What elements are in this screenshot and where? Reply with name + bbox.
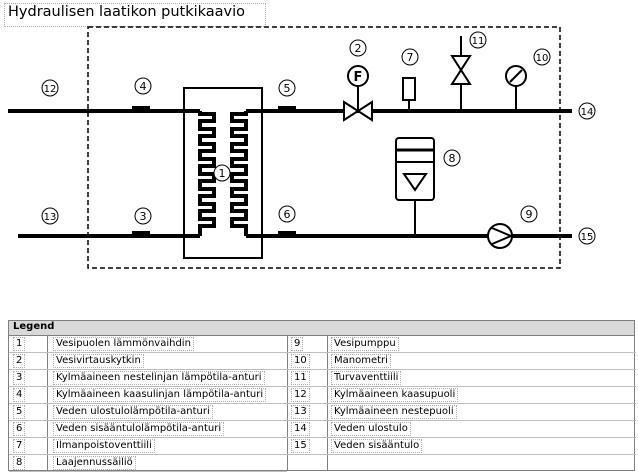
legend-label: Kylmäaineen kaasulinjan lämpötila-anturi — [53, 388, 267, 402]
legend-table: Legend 1 Vesipuolen lämmönvaihdin 2 Vesivir… — [8, 320, 636, 472]
legend-row: 15 Veden sisääntulo — [287, 438, 636, 455]
outlet-temp-sensor-icon — [278, 106, 296, 111]
callout-number: 2 — [355, 42, 362, 55]
callout-5: 5 — [278, 79, 296, 97]
liquid-temp-sensor-icon — [132, 231, 150, 236]
legend-number: 9 — [291, 337, 304, 351]
legend-number: 8 — [13, 456, 26, 470]
legend-number: 11 — [291, 371, 310, 385]
legend-row: 4 Kylmäaineen kaasulinjan lämpötila-antur… — [9, 387, 287, 404]
callout-13: 13 — [41, 207, 59, 225]
legend-number: 15 — [291, 439, 310, 453]
legend-row: 11 Turvaventtiili — [287, 370, 636, 387]
callout-7: 7 — [401, 48, 419, 66]
legend-number: 14 — [291, 422, 310, 436]
legend-number: 13 — [291, 405, 310, 419]
callout-number: 6 — [284, 208, 291, 221]
legend-row: 6 Veden sisääntulolämpötila-anturi — [9, 421, 287, 438]
callout-9: 9 — [520, 205, 538, 223]
callout-3: 3 — [134, 207, 152, 225]
callout-8: 8 — [443, 149, 461, 167]
callout-number: 15 — [581, 232, 594, 243]
legend-label: Kylmäaineen nestepuoli — [331, 405, 457, 419]
callout-4: 4 — [134, 77, 152, 95]
callout-6: 6 — [278, 205, 296, 223]
legend-number: 12 — [291, 388, 310, 402]
legend-header: Legend — [9, 321, 634, 336]
legend-number: 6 — [13, 422, 26, 436]
legend-row: 3 Kylmäaineen nestelinjan lämpötila-antur… — [9, 370, 287, 387]
legend-number: 5 — [13, 405, 26, 419]
safety-valve-icon — [450, 36, 472, 111]
page-title: Hydraulisen laatikon putkikaavio — [8, 4, 246, 20]
legend-label: Laajennussäiliö — [53, 456, 136, 470]
callout-number: 5 — [284, 82, 291, 95]
callout-number: 1 — [219, 167, 226, 180]
title-box — [4, 3, 266, 27]
callout-12: 12 — [41, 79, 59, 97]
callout-number: 13 — [44, 212, 57, 223]
legend-label: Kylmäaineen nestelinjan lämpötila-anturi — [53, 371, 265, 385]
callout-14: 14 — [578, 102, 596, 120]
water-pump-icon — [487, 223, 513, 249]
callout-number: 12 — [44, 84, 57, 95]
legend-label: Veden ulostulo — [331, 422, 411, 436]
legend-header-label: Legend — [13, 321, 55, 332]
gas-temp-sensor-icon — [132, 106, 150, 111]
legend-row: 10 Manometri — [287, 353, 636, 370]
callout-number: 14 — [581, 107, 594, 118]
callout-2: 2 — [349, 39, 367, 57]
legend-number: 4 — [13, 388, 26, 402]
callout-10: 10 — [533, 48, 551, 66]
callout-11: 11 — [469, 31, 487, 49]
callout-1: 1 — [213, 164, 231, 182]
hydraulic-box-outline — [87, 26, 561, 269]
legend-label: Kylmäaineen kaasupuoli — [331, 388, 459, 402]
callout-number: 3 — [140, 210, 147, 223]
legend-number: 3 — [13, 371, 26, 385]
legend-row: 1 Vesipuolen lämmönvaihdin — [9, 336, 287, 353]
callout-number: 8 — [449, 152, 456, 165]
legend-label: Vesipumppu — [331, 337, 399, 351]
legend-label: Vesivirtauskytkin — [53, 354, 144, 368]
legend-row: 9 Vesipumppu — [287, 336, 636, 353]
callout-number: 4 — [140, 80, 147, 93]
legend-label: Vesipuolen lämmönvaihdin — [53, 337, 194, 351]
legend-row: 2 Vesivirtauskytkin — [9, 353, 287, 370]
legend-label: Veden sisääntulo — [331, 439, 423, 453]
legend-label: Turvaventtiili — [331, 371, 402, 385]
air-purge-valve-icon — [402, 77, 416, 111]
legend-label: Veden sisääntulolämpötila-anturi — [53, 422, 225, 436]
expansion-vessel-icon — [395, 137, 435, 236]
legend-number: 10 — [291, 354, 310, 368]
legend-row: 13 Kylmäaineen nestepuoli — [287, 404, 636, 421]
legend-label: Veden ulostulolämpötila-anturi — [53, 405, 213, 419]
flow-switch-letter: F — [354, 70, 363, 85]
callout-number: 7 — [407, 51, 414, 64]
flow-switch-icon: F — [343, 65, 373, 122]
legend-row: 7 Ilmanpoistoventtiili — [9, 438, 287, 455]
legend-number: 2 — [13, 354, 26, 368]
callout-number: 9 — [526, 208, 533, 221]
callout-number: 10 — [536, 53, 549, 64]
legend-number: 7 — [13, 439, 26, 453]
inlet-temp-sensor-icon — [278, 231, 296, 236]
callout-number: 11 — [472, 36, 485, 47]
manometer-icon — [505, 65, 527, 111]
legend-row: 12 Kylmäaineen kaasupuoli — [287, 387, 636, 404]
legend-label: Ilmanpoistoventtiili — [53, 439, 155, 453]
legend-label: Manometri — [331, 354, 391, 368]
legend-row: 8 Laajennussäiliö — [9, 455, 287, 472]
legend-row: 5 Veden ulostulolämpötila-anturi — [9, 404, 287, 421]
callout-15: 15 — [578, 227, 596, 245]
legend-number: 1 — [13, 337, 26, 351]
legend-row: 14 Veden ulostulo — [287, 421, 636, 438]
